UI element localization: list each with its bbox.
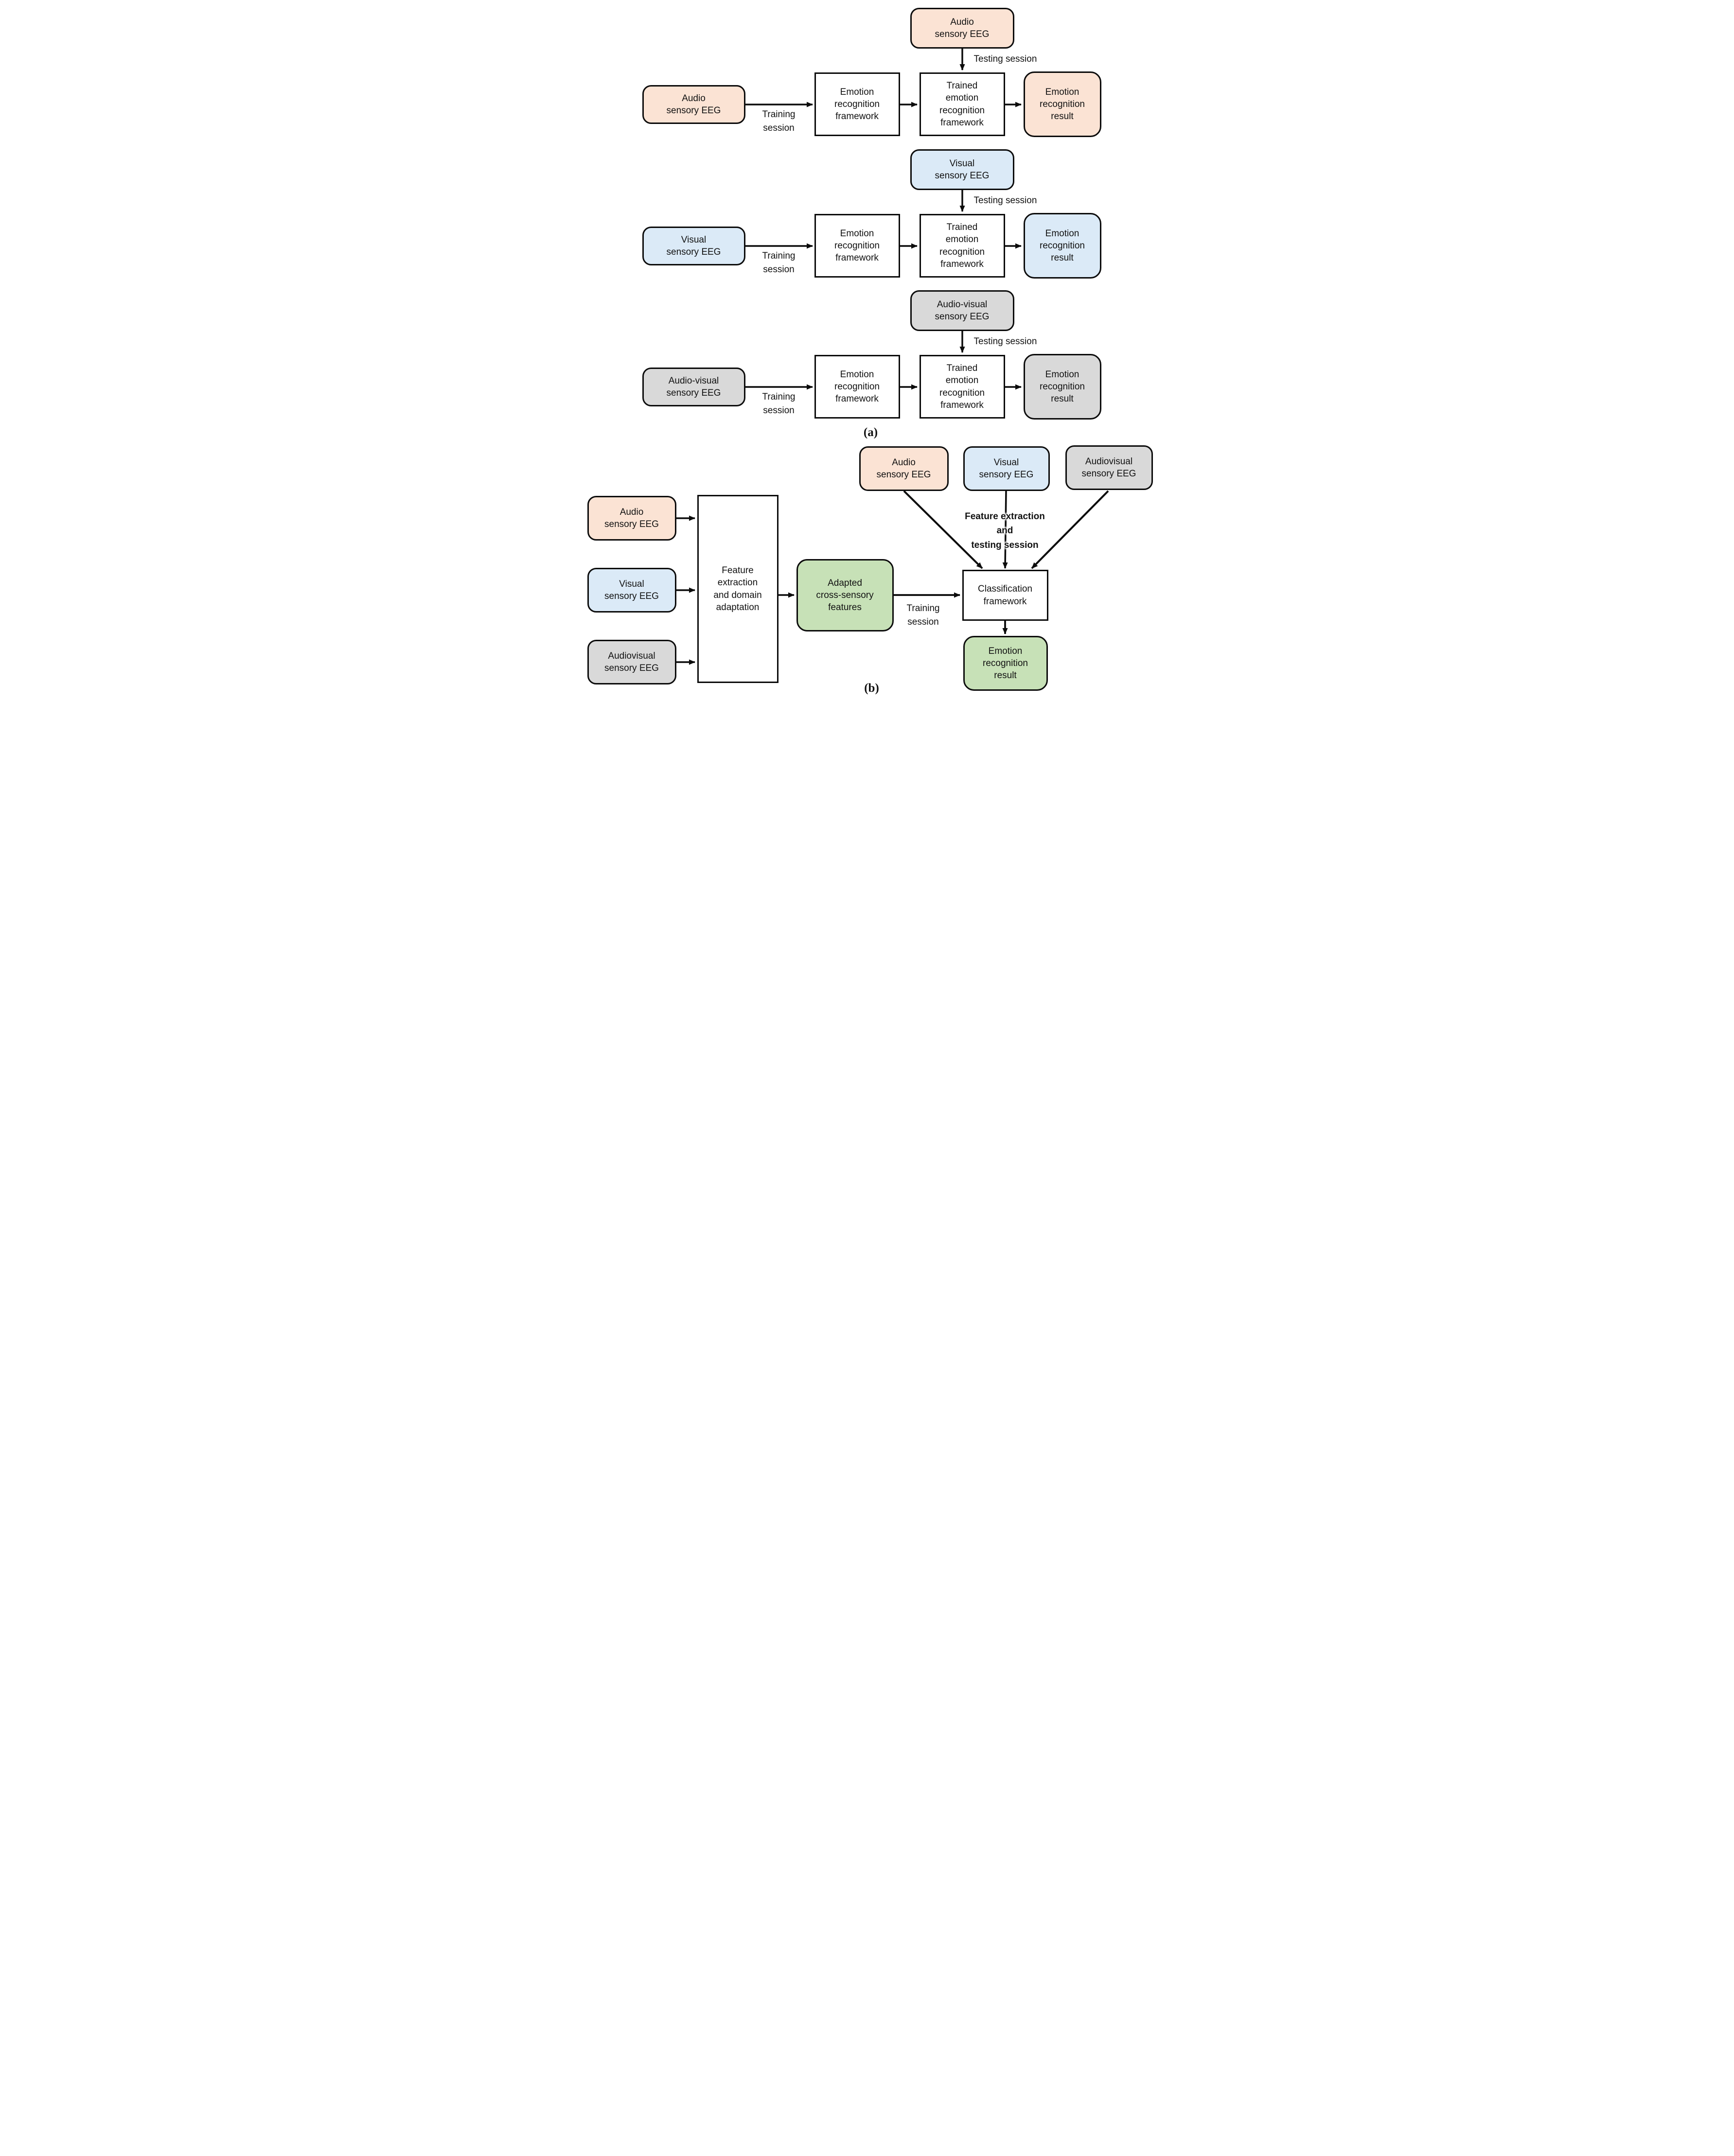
a-audio-result-box: Emotion recognition result <box>1023 71 1101 137</box>
a-audio-trained-framework-box: Trained emotion recognition framework <box>919 72 1005 136</box>
a-audio-source-box: Audio sensory EEG <box>642 85 745 124</box>
arrow-b-test-audiovisual-to-classification <box>1031 490 1109 569</box>
b-adapted-features-label: Adapted cross-sensory features <box>816 578 874 613</box>
a-visual-source-label: Visual sensory EEG <box>666 234 721 257</box>
a-audiovisual-test-source-box: Audio-visual sensory EEG <box>910 290 1014 331</box>
b-classification-box: Classification framework <box>962 570 1048 621</box>
a-visual-result-box: Emotion recognition result <box>1023 213 1101 279</box>
a-audio-training-session-label: Training session <box>762 109 796 133</box>
a-visual-trained-framework-box: Trained emotion recognition framework <box>919 214 1005 278</box>
a-audiovisual-framework-box: Emotion recognition framework <box>814 355 900 419</box>
caption-part-a: (a) <box>863 426 878 439</box>
a-audiovisual-source-box: Audio-visual sensory EEG <box>642 368 745 406</box>
a-audio-test-source-box: Audio sensory EEG <box>910 8 1014 49</box>
a-audiovisual-result-box: Emotion recognition result <box>1023 354 1101 420</box>
b-train-audiovisual-label: Audiovisual sensory EEG <box>604 650 659 673</box>
figure-canvas: Audio sensory EEG Audio sensory EEG Emot… <box>578 0 1156 719</box>
a-audiovisual-trained-framework-label: Trained emotion recognition framework <box>939 363 985 410</box>
a-audiovisual-framework-label: Emotion recognition framework <box>834 369 880 404</box>
b-train-visual-box: Visual sensory EEG <box>587 568 676 613</box>
a-audio-test-source-label: Audio sensory EEG <box>935 17 990 39</box>
a-audio-result-label: Emotion recognition result <box>1040 87 1085 122</box>
a-visual-trained-framework-label: Trained emotion recognition framework <box>939 222 985 269</box>
b-test-visual-box: Visual sensory EEG <box>963 446 1050 491</box>
arrow-b-test-audio-to-classification <box>903 490 983 569</box>
a-audio-framework-box: Emotion recognition framework <box>814 72 900 136</box>
caption-part-b: (b) <box>864 682 879 695</box>
a-audio-testing-session-label: Testing session <box>973 54 1037 64</box>
a-visual-testing-session-label: Testing session <box>973 195 1037 206</box>
b-feature-testing-session-label: Feature extraction and testing session <box>965 511 1045 550</box>
a-audiovisual-testing-session-label: Testing session <box>973 336 1037 347</box>
a-audiovisual-trained-framework-box: Trained emotion recognition framework <box>919 355 1005 419</box>
a-visual-source-box: Visual sensory EEG <box>642 227 745 265</box>
arrow-b-test-visual-to-classification <box>1002 491 1008 569</box>
a-audiovisual-training-session-label: Training session <box>762 392 796 416</box>
a-visual-test-source-box: Visual sensory EEG <box>910 149 1014 190</box>
b-result-box: Emotion recognition result <box>963 636 1048 691</box>
b-test-audiovisual-label: Audiovisual sensory EEG <box>1081 456 1136 479</box>
b-test-visual-label: Visual sensory EEG <box>979 457 1034 480</box>
b-test-audio-box: Audio sensory EEG <box>859 446 949 491</box>
a-visual-test-source-label: Visual sensory EEG <box>935 158 990 181</box>
a-audio-source-label: Audio sensory EEG <box>666 93 721 116</box>
a-visual-result-label: Emotion recognition result <box>1040 228 1085 263</box>
a-visual-training-session-label: Training session <box>762 251 796 275</box>
a-audio-framework-label: Emotion recognition framework <box>834 87 880 122</box>
a-visual-framework-box: Emotion recognition framework <box>814 214 900 278</box>
b-feature-extraction-label: Feature extraction and domain adaptation <box>713 565 762 613</box>
a-audio-trained-framework-label: Trained emotion recognition framework <box>939 81 985 128</box>
b-train-audio-label: Audio sensory EEG <box>604 507 659 529</box>
b-test-audio-label: Audio sensory EEG <box>876 457 931 480</box>
b-classification-label: Classification framework <box>978 584 1032 607</box>
b-train-audio-box: Audio sensory EEG <box>587 496 676 541</box>
arrow-layer <box>676 49 1109 665</box>
a-audiovisual-source-label: Audio-visual sensory EEG <box>666 375 721 398</box>
a-audiovisual-test-source-label: Audio-visual sensory EEG <box>935 299 990 322</box>
b-train-visual-label: Visual sensory EEG <box>604 578 659 601</box>
b-feature-extraction-box: Feature extraction and domain adaptation <box>697 495 779 683</box>
b-training-session-label: Training session <box>906 603 940 627</box>
a-audiovisual-result-label: Emotion recognition result <box>1040 369 1085 404</box>
b-adapted-features-box: Adapted cross-sensory features <box>796 559 894 631</box>
b-train-audiovisual-box: Audiovisual sensory EEG <box>587 640 676 684</box>
a-visual-framework-label: Emotion recognition framework <box>834 228 880 263</box>
b-result-label: Emotion recognition result <box>983 646 1028 681</box>
b-test-audiovisual-box: Audiovisual sensory EEG <box>1065 445 1153 490</box>
